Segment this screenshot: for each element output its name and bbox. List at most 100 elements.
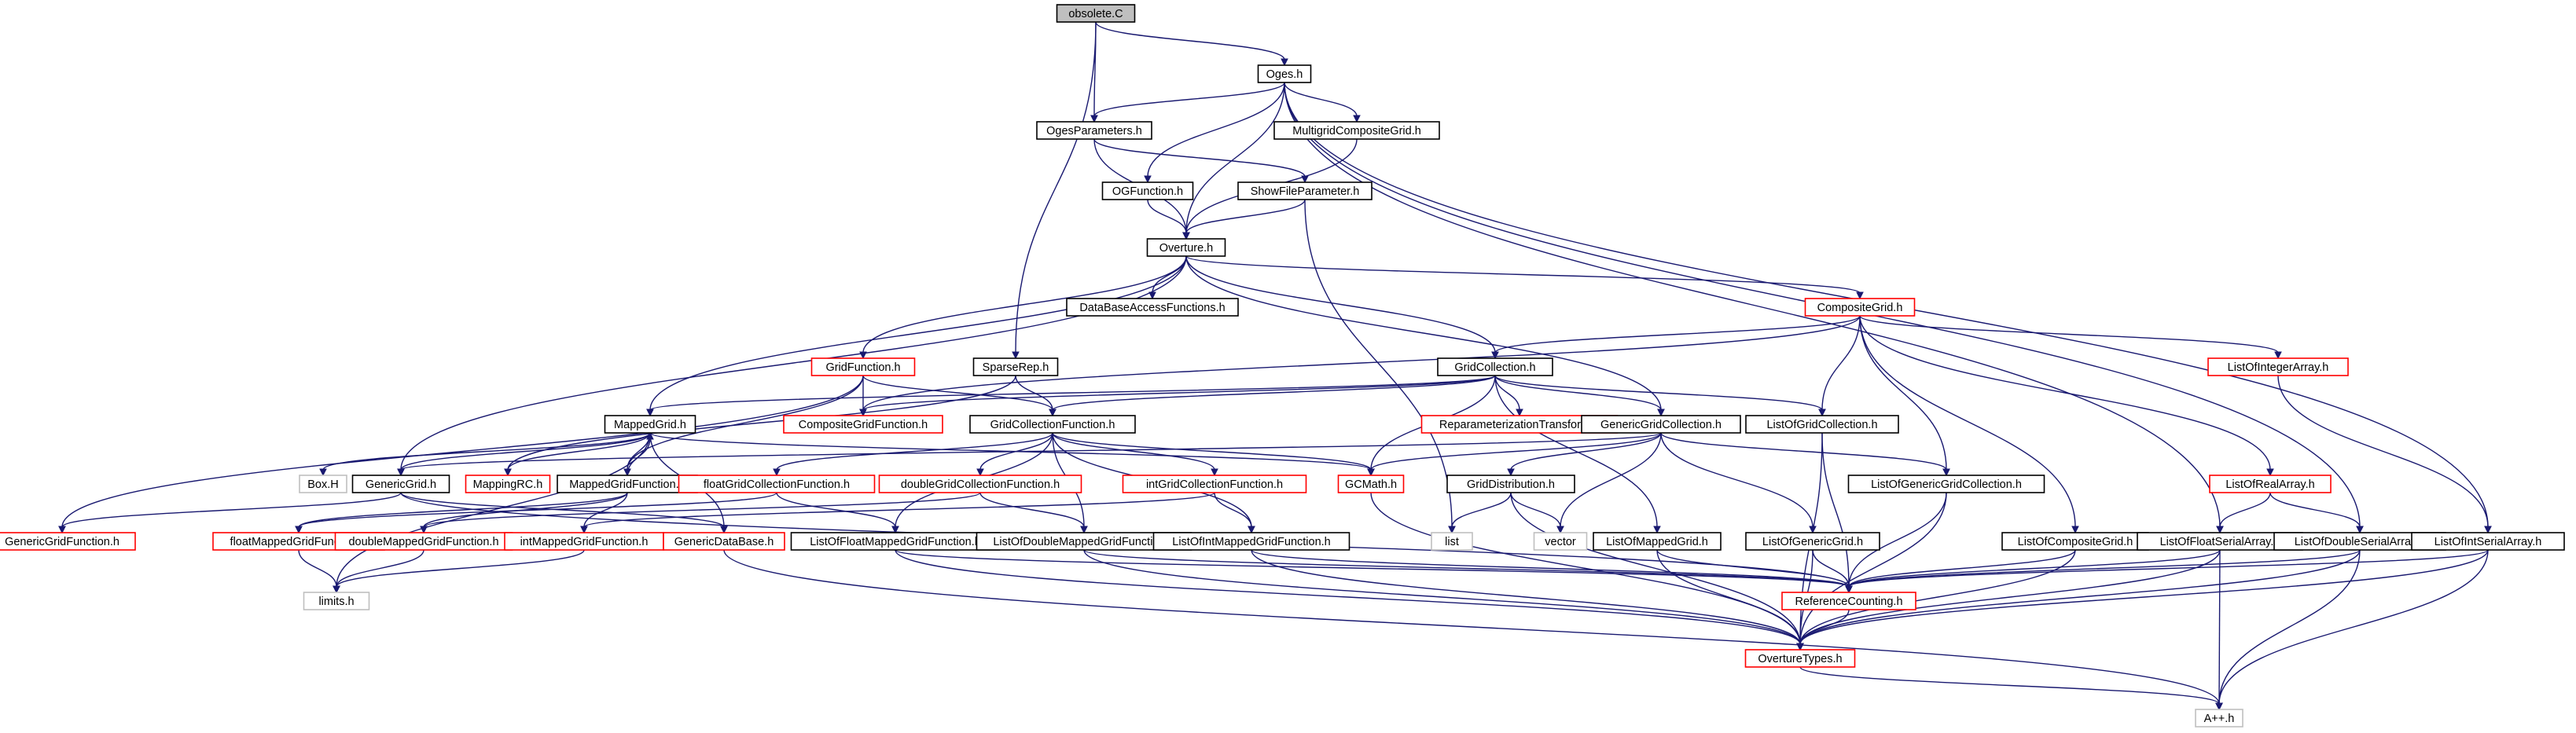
node-gridfunction[interactable]: GridFunction.h (810, 357, 916, 376)
node-multigrid[interactable]: MultigridCompositeGrid.h (1273, 121, 1440, 140)
node-doublemappedgridfunction[interactable]: doubleMappedGridFunction.h (334, 532, 513, 551)
node-doublegridcollectionfunction[interactable]: doubleGridCollectionFunction.h (878, 475, 1082, 493)
node-sparserep[interactable]: SparseRep.h (972, 357, 1059, 376)
node-label: ListOfGenericGridCollection.h (1871, 478, 2022, 491)
edge-obsolete-to-oges (1095, 21, 1288, 67)
node-boxh[interactable]: Box.H (299, 475, 347, 493)
node-label: ListOfIntSerialArray.h (2435, 536, 2542, 548)
node-listofintserialarray[interactable]: ListOfIntSerialArray.h (2411, 532, 2565, 551)
edge-showfile-to-overture (1182, 199, 1306, 240)
node-listofgenericgridcollection[interactable]: ListOfGenericGridCollection.h (1847, 475, 2045, 493)
node-dbaccess[interactable]: DataBaseAccessFunctions.h (1066, 298, 1239, 317)
edge-overture-to-genericgridcollection (1185, 255, 1665, 417)
node-box (1781, 592, 1916, 610)
node-box (604, 415, 696, 434)
node-label: ListOfFloatMappedGridFunction.h (810, 536, 981, 548)
node-listofgridcollection[interactable]: ListOfGridCollection.h (1745, 415, 1899, 434)
node-floatgridcollectionfunction[interactable]: floatGridCollectionFunction.h (678, 475, 876, 493)
node-mappedgrid[interactable]: MappedGrid.h (604, 415, 696, 434)
node-gridcollection[interactable]: GridCollection.h (1437, 357, 1553, 376)
node-label: doubleGridCollectionFunction.h (901, 478, 1060, 491)
edge-gridcollection-to-compositegridfunction (859, 375, 1496, 417)
node-intgridcollectionfunction[interactable]: intGridCollectionFunction.h (1122, 475, 1307, 493)
node-gridcollectionfunction[interactable]: GridCollectionFunction.h (969, 415, 1136, 434)
node-label: ListOfCompositeGrid.h (2018, 536, 2133, 548)
node-listofdoubleserialarray[interactable]: ListOfDoubleSerialArray.h (2273, 532, 2446, 551)
node-referencecounting[interactable]: ReferenceCounting.h (1781, 592, 1916, 610)
node-label: ReparameterizationTransform.h (1439, 419, 1600, 431)
node-genericgridfunction[interactable]: GenericGridFunction.h (0, 532, 136, 551)
node-listoffloatmappedgridfunction[interactable]: ListOfFloatMappedGridFunction.h (790, 532, 1001, 551)
node-label: GridDistribution.h (1467, 478, 1555, 491)
edge-listofrealarray-to-listofdoubleserialarray (2269, 492, 2364, 534)
node-compositegrid[interactable]: CompositeGrid.h (1804, 298, 1916, 317)
node-label: Box.H (307, 478, 339, 491)
node-label: OGFunction.h (1112, 185, 1183, 198)
node-label: MappedGrid.h (614, 419, 686, 431)
node-listofcompositegrid[interactable]: ListOfCompositeGrid.h (2001, 532, 2149, 551)
edge-gridcollection-to-listofgridcollection (1494, 375, 1826, 417)
node-label: ListOfDoubleSerialArray.h (2295, 536, 2426, 548)
node-listofintegerarray[interactable]: ListOfIntegerArray.h (2207, 357, 2349, 376)
node-listofdoublemappedgridfunction[interactable]: ListOfDoubleMappedGridFunction.h (976, 532, 1192, 551)
node-overture[interactable]: Overture.h (1146, 238, 1226, 257)
edge-listofmappedgrid-to-overturetypes (1656, 549, 1804, 651)
node-listoffloatserialarray[interactable]: ListOfFloatSerialArray.h (2137, 532, 2303, 551)
node-showfile[interactable]: ShowFileParameter.h (1237, 181, 1373, 200)
edge-intgridcollectionfunction-to-intmappedgridfunction (580, 492, 1215, 534)
edge-compositegrid-to-listofrealarray (1859, 315, 2274, 477)
node-box (1804, 298, 1916, 317)
node-vector[interactable]: vector (1533, 532, 1588, 551)
node-intmappedgridfunction[interactable]: intMappedGridFunction.h (504, 532, 664, 551)
node-label: vector (1545, 536, 1576, 548)
node-listofrealarray[interactable]: ListOfRealArray.h (2209, 475, 2332, 493)
edge-gridcollection-to-mappedgrid (646, 375, 1496, 417)
edge-oges-to-ogesparams (1090, 82, 1285, 123)
node-ogesparams[interactable]: OgesParameters.h (1036, 121, 1152, 140)
edge-gridcollection-to-listofmappedgrid (1494, 375, 1661, 534)
node-list[interactable]: list (1431, 532, 1473, 551)
node-listofintmappedgridfunction[interactable]: ListOfIntMappedGridFunction.h (1152, 532, 1350, 551)
node-box (1431, 532, 1473, 551)
node-app[interactable]: A++.h (2195, 709, 2243, 728)
edge-intgridcollectionfunction-to-listofintmappedgridfunction (1214, 492, 1255, 534)
node-box (299, 475, 347, 493)
node-label: limits.h (318, 596, 354, 608)
node-label: doubleMappedGridFunction.h (348, 536, 498, 548)
node-gcmath[interactable]: GCMath.h (1337, 475, 1405, 493)
node-oges[interactable]: Oges.h (1257, 64, 1312, 83)
node-box (1237, 181, 1373, 200)
node-box (663, 532, 785, 551)
node-mappedgridfunction[interactable]: MappedGridFunction.h (557, 475, 698, 493)
node-compositegridfunction[interactable]: CompositeGridFunction.h (783, 415, 943, 434)
edge-compositegrid-to-listofintegerarray (1859, 315, 2282, 360)
node-genericgridcollection[interactable]: GenericGridCollection.h (1581, 415, 1741, 434)
edge-genericgridcollection-to-griddistribution (1507, 432, 1662, 477)
node-box (1744, 649, 1856, 668)
node-label: floatMappedGridFunction.h (230, 536, 368, 548)
edge-doublegridcollectionfunction-to-listofdoublemappedgridfunction (979, 492, 1088, 534)
node-genericdatabase[interactable]: GenericDataBase.h (663, 532, 785, 551)
node-label: ReferenceCounting.h (1795, 596, 1902, 608)
node-listofmappedgrid[interactable]: ListOfMappedGrid.h (1593, 532, 1722, 551)
node-box (2209, 475, 2332, 493)
node-genericgrid[interactable]: GenericGrid.h (351, 475, 450, 493)
node-obsolete[interactable]: obsolete.C (1056, 4, 1136, 23)
node-box (303, 592, 370, 610)
edge-doublegridcollectionfunction-to-doublemappedgridfunction (420, 492, 981, 534)
edge-griddistribution-to-vector (1510, 492, 1564, 534)
edge-compositegrid-to-gridcollection (1491, 315, 1861, 360)
node-mappingrc[interactable]: MappingRC.h (465, 475, 551, 493)
edge-doublemappedgridfunction-to-limits (333, 549, 424, 594)
edge-listofintserialarray-to-referencecounting (1845, 549, 2489, 594)
node-griddistribution[interactable]: GridDistribution.h (1446, 475, 1575, 493)
edge-mappedgridfunction-to-mappedgrid (627, 431, 654, 476)
node-ogfunction[interactable]: OGFunction.h (1101, 181, 1194, 200)
node-limits[interactable]: limits.h (303, 592, 370, 610)
edge-floatgridcollectionfunction-to-floatmappedgridfunction (295, 492, 777, 534)
node-label: CompositeGrid.h (1817, 302, 1903, 314)
node-listofgenericgrid[interactable]: ListOfGenericGrid.h (1745, 532, 1880, 551)
edge-obsolete-to-sparserep (1012, 21, 1097, 360)
node-overturetypes[interactable]: OvertureTypes.h (1744, 649, 1856, 668)
